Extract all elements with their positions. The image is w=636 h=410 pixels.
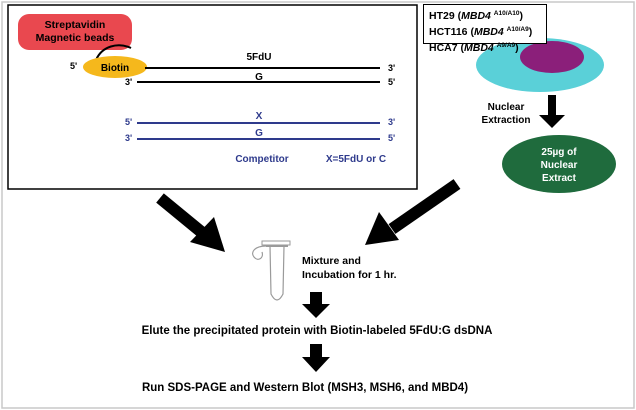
extract-label-line1: 25µg of	[541, 147, 577, 158]
competitor-bottom-center: G	[255, 128, 263, 139]
streptavidin-beads	[18, 14, 132, 50]
elute-step: Elute the precipitated protein with Biot…	[142, 325, 493, 337]
cell-line-row: HT29 (MBD4 A10/A10)	[429, 10, 523, 22]
competitor-top-center: X	[256, 111, 263, 122]
down-arrow-2-icon	[302, 344, 330, 372]
competitor-bottom-3prime: 3'	[125, 133, 132, 143]
x-definition: X=5FdU or C	[326, 154, 386, 165]
cell-line-row: HCA7 (MBD4 A9/A9)	[429, 42, 519, 54]
biotin-ellipse	[83, 56, 147, 78]
microtube-icon	[252, 240, 291, 301]
biotin-linker	[95, 44, 132, 61]
extraction-label-line2: Extraction	[482, 115, 531, 126]
probe-bottom-3prime: 3'	[125, 77, 132, 87]
beads-label-line1: Streptavidin	[45, 19, 106, 31]
run-step: Run SDS-PAGE and Western Blot (MSH3, MSH…	[142, 382, 468, 394]
competitor-top-3prime: 3'	[388, 117, 395, 127]
competitor-top-5prime: 5'	[125, 117, 132, 127]
cell-line-name: HCT116	[429, 26, 468, 38]
arrow-right-icon	[365, 179, 461, 245]
cell-line-genotype: A10/A9	[506, 26, 529, 33]
extract-label-line3: Extract	[542, 173, 577, 184]
cell-line-gene: MBD4	[464, 42, 494, 54]
probe-bottom-5prime: 5'	[388, 77, 395, 87]
probe-top-5prime: 5'	[70, 61, 77, 71]
probe-top-3prime: 3'	[388, 63, 395, 73]
probe-bottom-center: G	[255, 72, 263, 83]
cell-line-gene: MBD4	[473, 26, 504, 38]
cell-lines-box: HT29 (MBD4 A10/A10) HCT116 (MBD4 A10/A9)…	[423, 4, 547, 54]
extract-label-line2: Nuclear	[541, 160, 578, 171]
cell-line-genotype: A10/A10	[493, 10, 520, 17]
arrow-left-icon	[156, 193, 225, 252]
nucleus-icon	[520, 41, 584, 73]
cell-line-row: HCT116 (MBD4 A10/A9)	[429, 26, 533, 38]
competitor-label: Competitor	[235, 154, 288, 165]
competitor-bottom-5prime: 5'	[388, 133, 395, 143]
extraction-label-line1: Nuclear	[488, 102, 525, 113]
nuclear-extract	[502, 135, 616, 193]
beads-label-line2: Magnetic beads	[36, 32, 115, 44]
cell-line-name: HT29	[429, 10, 455, 22]
mixture-label-line1: Mixture and	[302, 255, 361, 267]
down-arrow-1-icon	[302, 292, 330, 318]
cell-line-gene: MBD4	[461, 10, 491, 22]
probe-top-center: 5FdU	[247, 52, 272, 63]
cell-line-genotype: A9/A9	[496, 42, 516, 49]
cell-line-name: HCA7	[429, 42, 458, 54]
mixture-label-line2: Incubation for 1 hr.	[302, 269, 397, 281]
biotin-label: Biotin	[101, 63, 129, 74]
extraction-arrow-icon	[539, 95, 565, 128]
